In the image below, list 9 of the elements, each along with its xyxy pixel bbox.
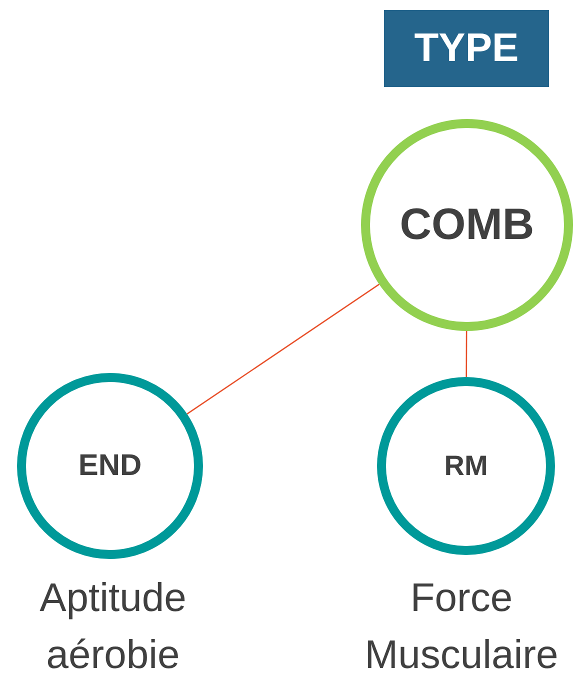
connector-line bbox=[186, 284, 380, 414]
node-caption: Force Musculaire bbox=[364, 575, 560, 677]
node-label: COMB bbox=[400, 200, 534, 250]
node-label: RM bbox=[444, 450, 488, 482]
node-caption: Aptitude aérobie bbox=[38, 575, 188, 677]
node-label: END bbox=[78, 449, 142, 483]
connector-line bbox=[466, 331, 468, 377]
title-box bbox=[384, 10, 549, 87]
node-label: TYPE bbox=[414, 26, 519, 71]
